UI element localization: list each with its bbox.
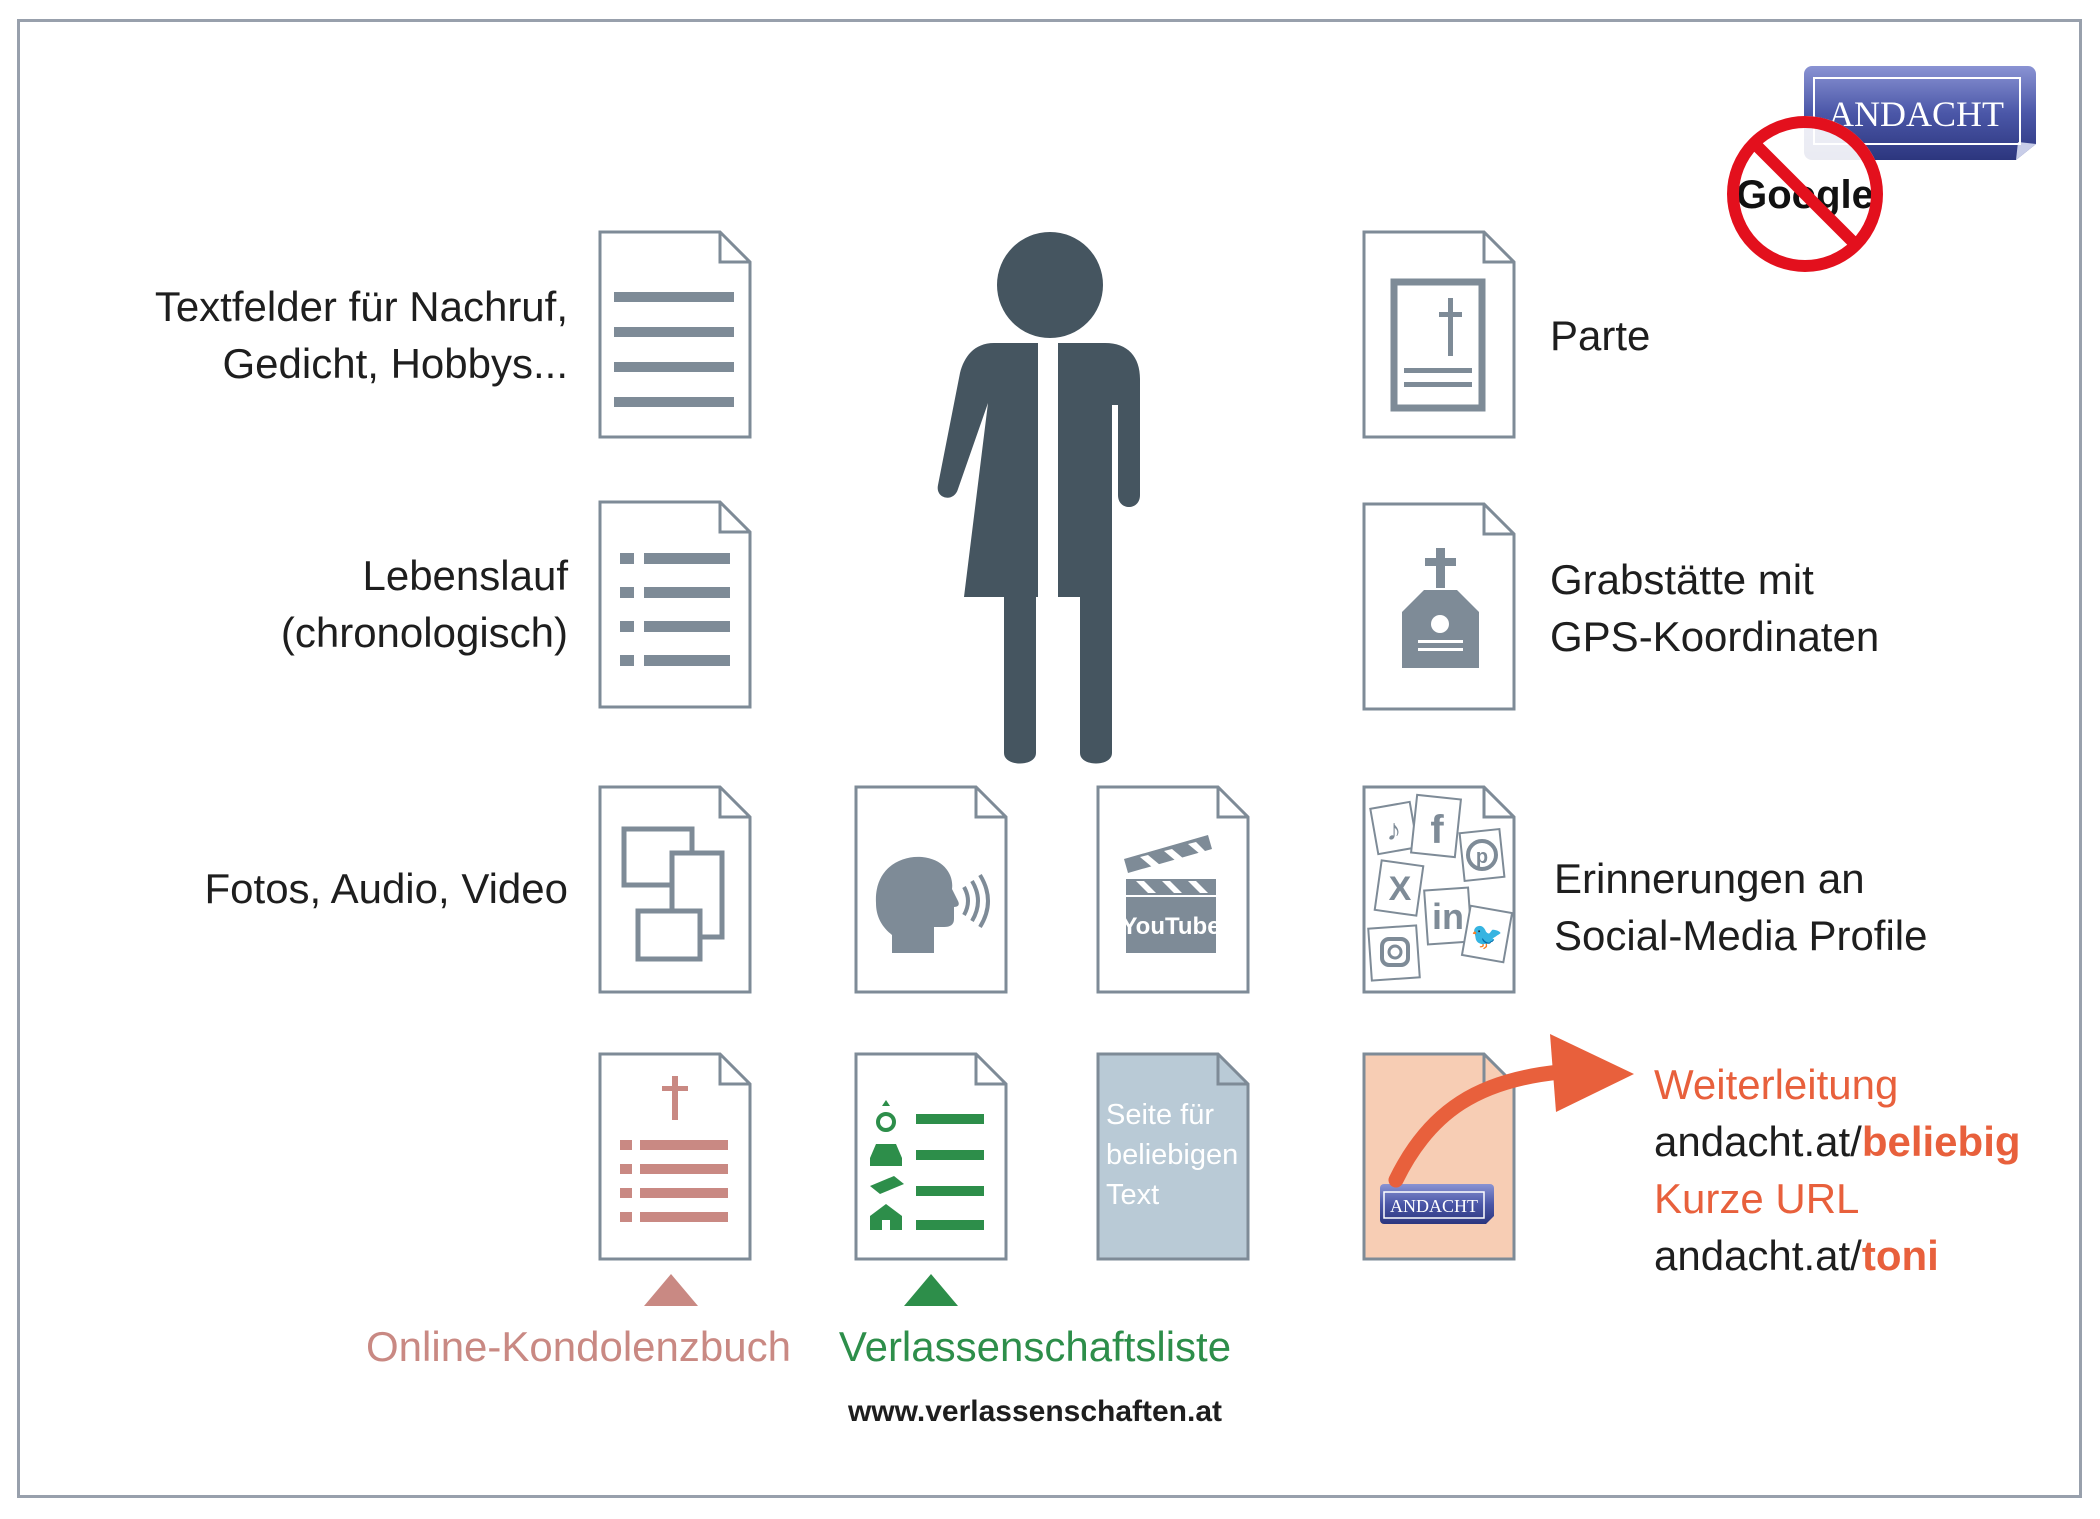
label-condolence: Online-Kondolenzbuch: [366, 1323, 791, 1370]
free-text-line2: beliebigen: [1106, 1139, 1238, 1171]
no-google-icon: ANDACHT Google: [1727, 66, 2036, 272]
short-url-heading: Kurze URL: [1654, 1175, 1860, 1222]
label-social-line1: Erinnerungen an: [1554, 855, 1865, 902]
label-estate: Verlassenschaftsliste: [838, 1323, 1232, 1370]
condolence-arrow-icon: [644, 1274, 698, 1306]
svg-text:♪: ♪: [1387, 814, 1402, 847]
andacht-small-logo-text: ANDACHT: [1390, 1196, 1478, 1216]
redirect-url1-prefix: andacht.at/: [1654, 1118, 1862, 1165]
list-document-icon: [598, 500, 752, 709]
estate-list-document-icon: [854, 1052, 1008, 1261]
person-icon: [937, 232, 1140, 764]
redirect-arrow-icon: [1388, 1034, 1634, 1188]
grave-document-icon: [1362, 502, 1516, 711]
label-social-line2: Social-Media Profile: [1554, 912, 1928, 959]
svg-text:X: X: [1389, 870, 1412, 908]
label-grave-line2: GPS-Koordinaten: [1550, 613, 1880, 660]
svg-text:in: in: [1432, 896, 1464, 937]
label-grave-line1: Grabstätte mit: [1550, 556, 1814, 603]
label-textfields-line1: Textfelder für Nachruf,: [154, 283, 568, 330]
youtube-document-icon: YouTube: [1096, 785, 1250, 994]
photos-document-icon: [598, 785, 752, 994]
label-textfields-line2: Gedicht, Hobbys...: [222, 340, 569, 387]
free-text-document-icon: Seite für beliebigen Text: [1096, 1052, 1250, 1261]
redirect-url2[interactable]: andacht.at/toni: [1654, 1227, 1939, 1284]
social-media-document-icon: ♪ f p X in 🐦: [1362, 785, 1516, 994]
svg-text:f: f: [1430, 808, 1444, 852]
speaking-head-document-icon: [854, 785, 1008, 994]
redirect-url2-prefix: andacht.at/: [1654, 1232, 1862, 1279]
redirect-url1[interactable]: andacht.at/beliebig: [1654, 1113, 2021, 1170]
estate-arrow-icon: [904, 1274, 958, 1306]
andacht-logo-text: ANDACHT: [1828, 94, 2004, 134]
free-text-line1: Seite für: [1106, 1099, 1214, 1131]
youtube-logo-text: YouTube: [1121, 913, 1220, 940]
estate-url-link[interactable]: www.verlassenschaften.at: [847, 1395, 1223, 1428]
redirect-url1-highlight: beliebig: [1861, 1118, 2021, 1165]
andacht-logo: ANDACHT: [1804, 66, 2036, 160]
condolence-document-icon: [598, 1052, 752, 1261]
redirect-heading: Weiterleitung: [1654, 1061, 1899, 1108]
redirect-url2-highlight: toni: [1861, 1232, 1939, 1279]
frame-border: [17, 19, 2082, 1498]
svg-text:🐦: 🐦: [1471, 921, 1503, 951]
svg-text:p: p: [1476, 846, 1488, 868]
prohibited-sign: Google: [1727, 116, 1883, 272]
andacht-document-icon: ANDACHT: [1362, 1052, 1516, 1261]
label-cv-line1: Lebenslauf: [362, 552, 568, 599]
label-parte: Parte: [1550, 312, 1651, 359]
label-media: Fotos, Audio, Video: [204, 865, 568, 912]
text-document-icon: [598, 230, 752, 439]
andacht-small-logo: ANDACHT: [1380, 1184, 1494, 1224]
free-text-line3: Text: [1106, 1179, 1159, 1211]
parte-document-icon: [1362, 230, 1516, 439]
label-cv-line2: (chronologisch): [280, 609, 568, 656]
